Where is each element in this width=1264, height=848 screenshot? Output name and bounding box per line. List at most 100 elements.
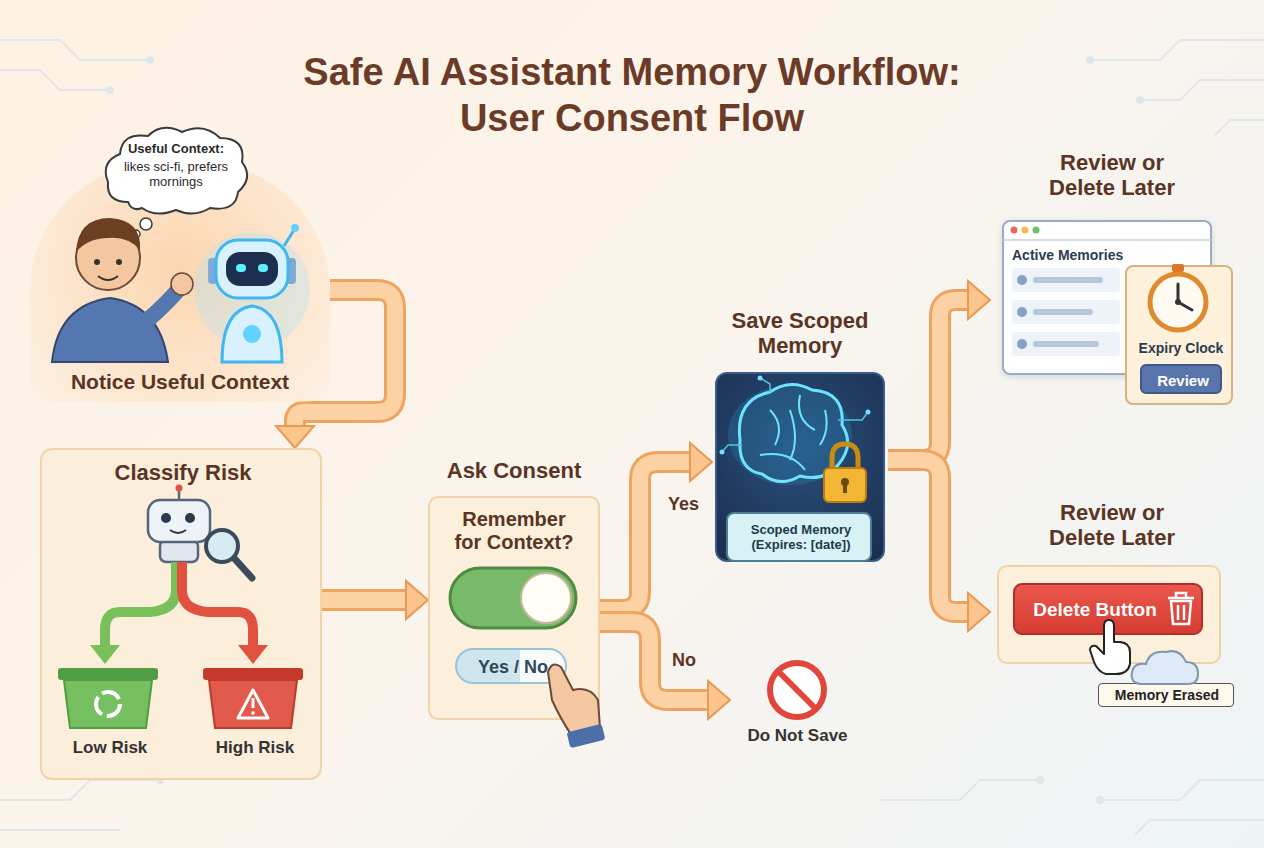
person-illustration-part	[76, 226, 140, 290]
circuit-lines-part	[1100, 780, 1264, 800]
robot-illustration-part	[291, 224, 299, 232]
split-arrows-part	[182, 562, 253, 648]
brain-illustration	[720, 376, 871, 486]
node-label: Memory Erased	[1099, 687, 1235, 703]
no-symbol	[770, 663, 824, 717]
brain-illustration-part	[866, 410, 871, 415]
memory-rows-part	[1017, 275, 1027, 285]
do-not-save: Do Not Save	[730, 655, 865, 750]
arrow-body	[600, 462, 694, 610]
memory-store: Save Scoped MemoryScoped Memory (Expires…	[712, 306, 888, 562]
memory-tag: Scoped Memory (Expires: [date])	[726, 512, 872, 562]
green-bin	[58, 668, 158, 728]
expiry-clock-part	[1177, 284, 1180, 302]
circuit-lines-part	[0, 40, 150, 60]
node-text: Active Memories	[1012, 247, 1142, 263]
node-label: Scoped Memory (Expires: [date])	[732, 523, 870, 553]
trash-icon-part	[1171, 601, 1191, 624]
circuit-lines-part	[0, 780, 160, 800]
classifier-robot-part	[185, 513, 195, 523]
robot-illustration-part	[208, 258, 218, 284]
classifier-robot-part	[234, 558, 252, 578]
circuit-lines-part	[1090, 40, 1264, 60]
expiry-clock-box: Expiry ClockReview	[1125, 265, 1233, 405]
robot-illustration-part	[216, 240, 288, 298]
arrow-body	[322, 592, 410, 608]
thought-trail	[132, 218, 152, 238]
person-illustration-part	[171, 273, 193, 295]
arrow-body	[888, 460, 972, 612]
arrow-head	[690, 443, 712, 481]
window-chrome-part	[1011, 227, 1018, 234]
expiry-clock-part	[1150, 274, 1206, 330]
brain-illustration-part	[728, 385, 852, 485]
robot-illustration-part	[258, 264, 268, 272]
window-chrome-part	[1003, 239, 1211, 241]
node-text: likes sci-fi, prefers mornings	[111, 160, 241, 190]
classify-panel: Classify RiskLow RiskHigh Risk	[40, 448, 322, 780]
context-panel: Notice Useful ContextUseful Context:like…	[30, 162, 330, 402]
diagram-title: Safe AI Assistant Memory Workflow: User …	[262, 50, 1002, 141]
flow-arrow	[600, 622, 730, 719]
flow-arrow	[322, 581, 428, 619]
trash-icon-part	[1168, 597, 1194, 600]
delete-button: Delete Button	[1013, 583, 1203, 635]
split-arrows-part	[90, 645, 120, 664]
review-button: Review	[1140, 364, 1222, 394]
low-risk-bin: Low Risk	[58, 666, 162, 762]
arrow-outline	[888, 460, 972, 612]
arrow-outline	[600, 622, 712, 700]
robot-illustration	[194, 224, 310, 362]
node-label: Save Scoped Memory	[712, 308, 888, 359]
memory-rows-part	[1017, 339, 1027, 349]
expiry-clock	[1150, 264, 1206, 330]
window-chrome-part	[1022, 227, 1029, 234]
circuit-lines-part	[1135, 820, 1264, 835]
no-symbol-part	[778, 671, 816, 709]
robot-illustration-part	[286, 258, 296, 284]
pointing-hand-part	[548, 664, 600, 736]
person-illustration-part	[52, 298, 168, 362]
arrow-outline	[322, 589, 410, 611]
classifier-robot-part	[148, 500, 210, 542]
arrow-head	[968, 281, 990, 319]
memory-rows-part	[1033, 341, 1099, 347]
review-panel: Review or Delete LaterActive MemoriesExp…	[990, 150, 1234, 406]
padlock	[824, 444, 866, 502]
person-illustration	[52, 218, 193, 362]
padlock-part	[832, 444, 858, 470]
flow-arrow	[888, 281, 990, 460]
node-label: Yes / No	[457, 657, 569, 678]
circuit-lines-part	[1140, 80, 1264, 100]
green-bin-part	[58, 668, 158, 680]
circuit-lines-part	[880, 780, 1040, 800]
padlock-part	[841, 478, 849, 486]
circuit-nodes-part	[1086, 56, 1094, 64]
node-text: Remember for Context?	[450, 508, 578, 554]
red-bin-part	[238, 690, 268, 718]
arrow-body	[600, 622, 712, 700]
arrow-head	[406, 581, 428, 619]
brain-illustration-part	[720, 450, 725, 455]
robot-illustration-part	[243, 325, 261, 343]
person-illustration-part	[76, 218, 140, 252]
node-label: Classify Risk	[42, 460, 324, 485]
node-label: Do Not Save	[730, 726, 865, 746]
circuit-nodes-part	[146, 56, 154, 64]
person-illustration-part	[94, 259, 100, 265]
person-illustration-part	[150, 290, 178, 318]
memory-rows-part	[1012, 300, 1120, 324]
red-bin-part	[209, 680, 297, 728]
circuit-nodes-part	[106, 86, 114, 94]
brain-illustration-part	[758, 376, 763, 381]
arrow-body	[888, 300, 972, 460]
toggle-switch-part	[521, 573, 571, 623]
memory-rows-part	[1012, 332, 1120, 356]
classifier-robot-part	[206, 530, 238, 562]
consent-box: Ask ConsentRemember for Context?Yes / No	[428, 456, 600, 720]
node-label: Expiry Clock	[1127, 340, 1235, 356]
toggle-switch-part	[450, 568, 576, 628]
circuit-lines-part	[1215, 120, 1264, 135]
pointing-hand-part	[567, 724, 606, 748]
